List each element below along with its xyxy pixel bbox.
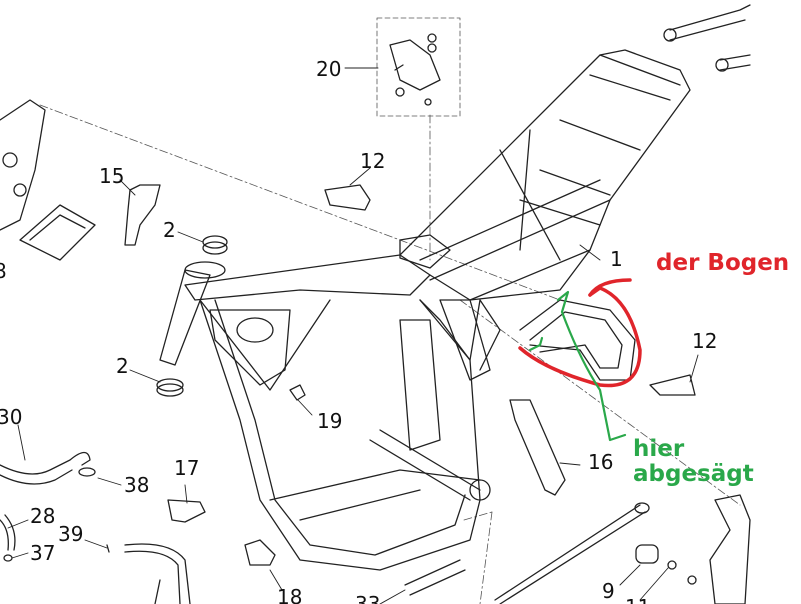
label-16: 16: [588, 450, 614, 474]
leader-lines: [7, 67, 699, 604]
main-frame: [159, 49, 691, 571]
label-20: 20: [316, 57, 342, 81]
label-2: 2: [116, 354, 129, 378]
annotation-line-2: abgesägt: [633, 461, 754, 488]
annotation-line-1: hier: [633, 436, 685, 462]
label-15: 15: [99, 164, 125, 188]
label-9: 9: [602, 579, 615, 603]
annotation-der-bogen: der Bogen: [656, 250, 790, 276]
label-2: 2: [163, 218, 176, 242]
label-17: 17: [174, 456, 200, 480]
right-parts: [404, 4, 751, 604]
label-38: 38: [124, 473, 150, 497]
label-18: 18: [277, 585, 303, 604]
label-19: 19: [317, 409, 343, 433]
label-1: 1: [610, 247, 623, 271]
label-37: 37: [30, 541, 56, 565]
green-cut-marking: [556, 290, 627, 442]
label-30: 30: [0, 405, 23, 429]
red-bow-marking: [518, 286, 642, 388]
guide-lines: [39, 104, 741, 604]
left-parts: [0, 99, 696, 604]
label-28: 28: [30, 504, 56, 528]
part-20-box: [376, 17, 461, 117]
label-8: 8: [0, 259, 7, 283]
label-12: 12: [692, 329, 718, 353]
label-33: 33: [355, 592, 381, 604]
part-20-bracket: [389, 39, 441, 91]
label-12: 12: [360, 149, 386, 173]
bow-tube: [519, 299, 636, 381]
label-11: 11: [625, 597, 650, 604]
annotation-hier-abgesaegt: hier abgesägt: [633, 436, 754, 488]
label-39: 39: [58, 522, 84, 546]
